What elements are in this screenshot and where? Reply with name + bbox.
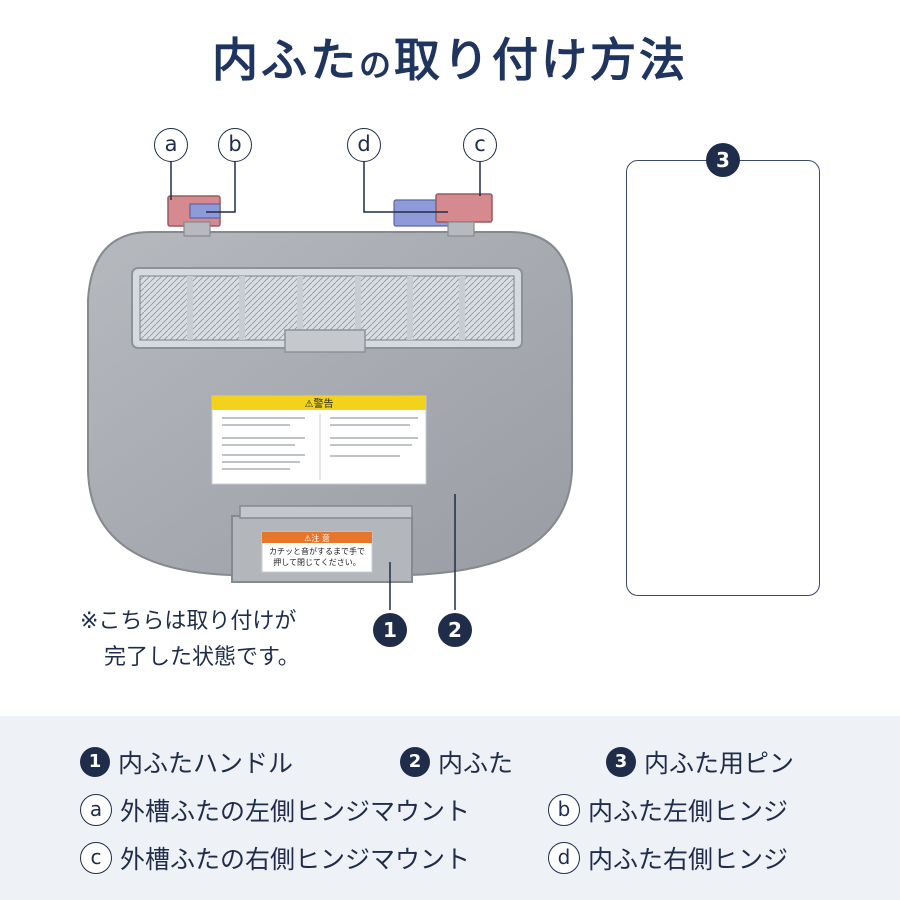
legend-item-2: 2 内ふた xyxy=(400,744,513,780)
leader-b xyxy=(206,160,236,213)
legend-item-a: a 外槽ふたの左側ヒンジマウント xyxy=(80,792,470,828)
leader-d xyxy=(363,160,448,213)
left-hinge xyxy=(189,203,221,219)
legend-badge-2: 2 xyxy=(400,747,430,777)
legend-label-d: 内ふた右側ヒンジ xyxy=(588,845,789,874)
callout-c: c xyxy=(463,128,497,162)
legend-item-b: b 内ふた左側ヒンジ xyxy=(548,792,788,828)
right-hinge-mount xyxy=(435,193,493,223)
legend-badge-d: d xyxy=(548,842,580,874)
legend-item-1: 1 内ふたハンドル xyxy=(80,744,293,780)
legend-label-b: 内ふた左側ヒンジ xyxy=(588,797,789,826)
legend-label-1: 内ふたハンドル xyxy=(118,749,294,778)
callout-a: a xyxy=(154,128,188,162)
caution-heading: ⚠注 意 xyxy=(304,533,330,543)
note-line-1: ※こちらは取り付けが xyxy=(80,609,297,634)
callout-2: 2 xyxy=(438,613,472,647)
inner-lid-illustration: ⚠警告 ⚠注 意 カチッと音がするまで手で 押して閉じてください。 xyxy=(87,160,767,610)
note-line-2: 完了した状態です。 xyxy=(104,645,300,670)
legend-badge-c: c xyxy=(80,842,112,874)
callout-d: d xyxy=(347,128,381,162)
legend-label-c: 外槽ふたの右側ヒンジマウント xyxy=(120,845,471,874)
caution-text-1: カチッと音がするまで手で xyxy=(269,546,365,556)
legend-badge-b: b xyxy=(548,794,580,826)
legend-badge-3: 3 xyxy=(606,747,636,777)
warning-heading: ⚠警告 xyxy=(305,397,334,410)
legend-item-3: 3 内ふた用ピン xyxy=(606,744,794,780)
page-title: 内ふたの取り付け方法 xyxy=(211,33,688,87)
legend-item-d: d 内ふた右側ヒンジ xyxy=(548,840,788,876)
legend-badge-1: 1 xyxy=(80,747,110,777)
legend-label-a: 外槽ふたの左側ヒンジマウント xyxy=(120,797,471,826)
legend-item-c: c 外槽ふたの右側ヒンジマウント xyxy=(80,840,470,876)
legend-badge-a: a xyxy=(80,794,112,826)
callout-b: b xyxy=(218,128,252,162)
pin-frame xyxy=(626,160,820,596)
callout-3: 3 xyxy=(706,143,740,177)
caution-text-2: 押して閉じてください。 xyxy=(273,557,361,567)
installed-note: ※こちらは取り付けが 完了した状態です。 xyxy=(80,604,360,676)
callout-1: 1 xyxy=(373,613,407,647)
legend-label-3: 内ふた用ピン xyxy=(644,749,795,778)
legend-label-2: 内ふた xyxy=(438,749,514,778)
legend-panel: 1 内ふたハンドル 2 内ふた 3 内ふた用ピン a 外槽ふたの左側ヒンジマウン… xyxy=(0,716,900,900)
